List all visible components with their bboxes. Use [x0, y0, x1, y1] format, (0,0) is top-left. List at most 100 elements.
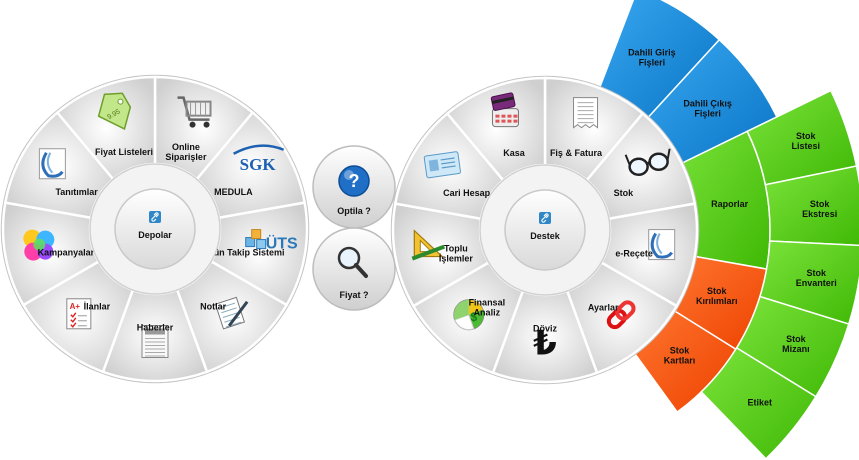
wheel-item-e-recete[interactable]: e-Reçete	[599, 202, 699, 308]
label-line: Fiş & Fatura	[550, 148, 603, 158]
glasses-icon	[624, 148, 671, 176]
wheel-item-doviz[interactable]: ₺Döviz	[491, 289, 599, 384]
menu-item-label: Haberler	[137, 323, 174, 333]
shopping-cart-icon	[177, 96, 212, 128]
svg-text:A+: A+	[70, 302, 81, 311]
menu-item-label: Stok	[614, 188, 634, 198]
link-icon	[539, 212, 551, 224]
menu-item-label: Raporlar	[711, 199, 749, 209]
label-line: Analiz	[474, 307, 501, 317]
label-line: Notlar	[200, 301, 227, 311]
label-line: Stok	[614, 188, 634, 198]
leaflet-icon	[648, 229, 676, 261]
fan-item-etiket[interactable]: Etiket	[700, 346, 817, 460]
label-line: Fiyat Listeleri	[95, 147, 153, 157]
label-line: İlanlar	[84, 301, 111, 311]
menu-item-label: İlanlar	[84, 301, 111, 311]
wheel-item-kasa[interactable]: Kasa	[445, 76, 547, 182]
label-line: Kasa	[503, 148, 526, 158]
chain-link-icon	[606, 300, 636, 330]
menu-item-label: Ürün Takip Sistemi	[204, 248, 285, 258]
label-line: Fişleri	[639, 57, 666, 67]
optila-label: Optila ?	[337, 206, 371, 216]
label-line: Raporlar	[711, 199, 749, 209]
label-line: Finansal	[469, 297, 506, 307]
label-line: Ürün Takip Sistemi	[204, 248, 285, 258]
ruler-triangle-icon	[411, 229, 446, 261]
menu-item-label: MEDULA	[214, 187, 253, 197]
menu-item-label: Kasa	[503, 148, 526, 158]
label-line: Dahili Giriş	[628, 47, 676, 57]
newspaper-icon	[141, 325, 169, 358]
menu-item-label: Notlar	[200, 301, 227, 311]
menu-item-label: Kampanyalar	[38, 248, 95, 258]
center-label: Destek	[530, 231, 561, 241]
label-line: Kırılımları	[696, 296, 738, 306]
label-line: Toplu	[444, 244, 468, 254]
menu-item-label: Fiş & Fatura	[550, 148, 603, 158]
label-line: Tanıtımlar	[55, 187, 98, 197]
optila-help-button[interactable]: ? Optila ?	[312, 145, 396, 229]
link-icon	[149, 211, 161, 223]
menu-item-label: Fiyat Listeleri	[95, 147, 153, 157]
menu-item-label: Döviz	[533, 324, 558, 334]
svg-text:$: $	[470, 310, 477, 324]
label-line: Dahili Çıkış	[683, 99, 732, 109]
leaflet-icon	[38, 148, 66, 180]
menu-item-label: e-Reçete	[615, 249, 653, 259]
fiyat-label: Fiyat ?	[339, 290, 368, 300]
label-line: MEDULA	[214, 187, 253, 197]
wheel-center-destek[interactable]: Destek	[504, 189, 586, 271]
label-line: Ekstresi	[802, 209, 837, 219]
label-line: Stok	[786, 334, 806, 344]
label-line: Siparişler	[165, 152, 207, 162]
menu-item-label: Etiket	[747, 398, 772, 408]
menu-item-label: Ayarlar	[588, 302, 619, 312]
notepad-icon	[214, 296, 249, 330]
wheel-center-depolar[interactable]: Depolar	[114, 188, 196, 270]
menu-item-label: Cari Hesap	[443, 188, 491, 198]
svg-text:?: ?	[349, 171, 360, 191]
svg-text:₺: ₺	[533, 324, 557, 364]
label-line: Döviz	[533, 324, 558, 334]
label-line: Mizanı	[782, 344, 810, 354]
price-tag-icon: 9.95	[97, 92, 132, 131]
label-line: Stok	[796, 131, 816, 141]
label-line: Stok	[670, 345, 690, 355]
label-line: Kartları	[664, 355, 696, 365]
fiyat-search-button[interactable]: Fiyat ?	[312, 227, 396, 311]
center-label: Depolar	[138, 230, 172, 240]
label-line: Fişleri	[694, 109, 721, 119]
label-line: Envanteri	[796, 278, 837, 288]
uts-logo-icon: ÜTS	[245, 229, 298, 253]
checklist-icon: A+	[66, 298, 92, 330]
question-mark-icon: ?	[338, 165, 370, 197]
wheel-item-ilanlar[interactable]: A+İlanlar	[21, 259, 135, 374]
label-line: Online	[172, 142, 200, 152]
right-wheel-menu: Fiş & FaturaStoke-ReçeteAyarlar₺Döviz$Fi…	[390, 75, 700, 385]
label-line: Haberler	[137, 323, 174, 333]
sgk-logo-icon: SGK	[233, 144, 285, 174]
svg-text:SGK: SGK	[240, 155, 277, 174]
pos-terminal-icon	[490, 92, 519, 128]
label-line: Etiket	[747, 398, 772, 408]
receipt-icon	[573, 97, 599, 129]
pie-chart-icon: $	[453, 299, 485, 331]
wheel-item-kampanyalar[interactable]: Kampanyalar	[1, 201, 101, 307]
label-line: Kampanyalar	[38, 248, 95, 258]
label-line: Listesi	[792, 141, 821, 151]
